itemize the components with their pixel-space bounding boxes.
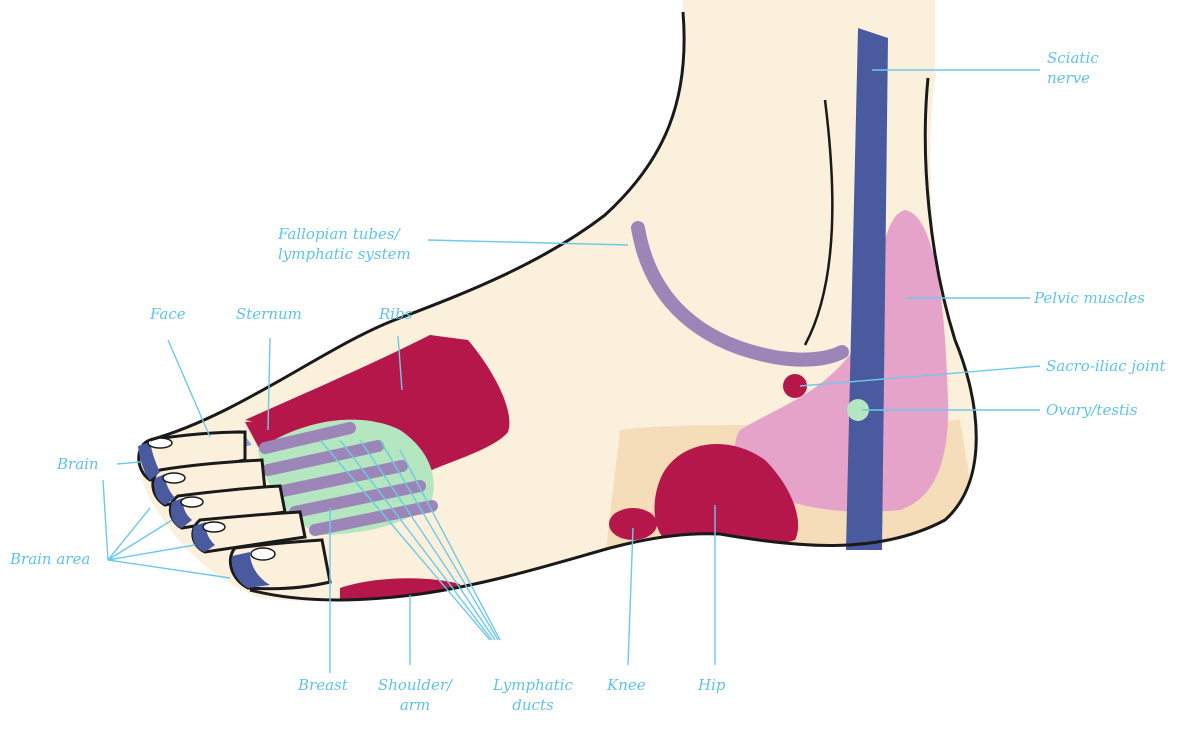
label-knee: Knee bbox=[607, 675, 646, 695]
label-brain-area: Brain area bbox=[10, 549, 90, 569]
label-ovary-testis: Ovary/testis bbox=[1046, 400, 1138, 420]
label-pelvic-muscles: Pelvic muscles bbox=[1034, 288, 1145, 308]
label-fallopian-tubes: Fallopian tubes/ lymphatic system bbox=[278, 224, 411, 264]
label-hip: Hip bbox=[698, 675, 725, 695]
label-brain: Brain bbox=[57, 454, 99, 474]
label-lymphatic-ducts: Lymphatic ducts bbox=[485, 675, 581, 715]
label-sternum: Sternum bbox=[236, 304, 302, 324]
label-sacro-iliac-joint: Sacro-iliac joint bbox=[1046, 356, 1166, 376]
label-sciatic-nerve: Sciatic nerve bbox=[1047, 48, 1099, 88]
label-face: Face bbox=[150, 304, 186, 324]
label-shoulder-arm: Shoulder/ arm bbox=[372, 675, 458, 715]
label-breast: Breast bbox=[298, 675, 348, 695]
label-ribs: Ribs bbox=[379, 304, 412, 324]
